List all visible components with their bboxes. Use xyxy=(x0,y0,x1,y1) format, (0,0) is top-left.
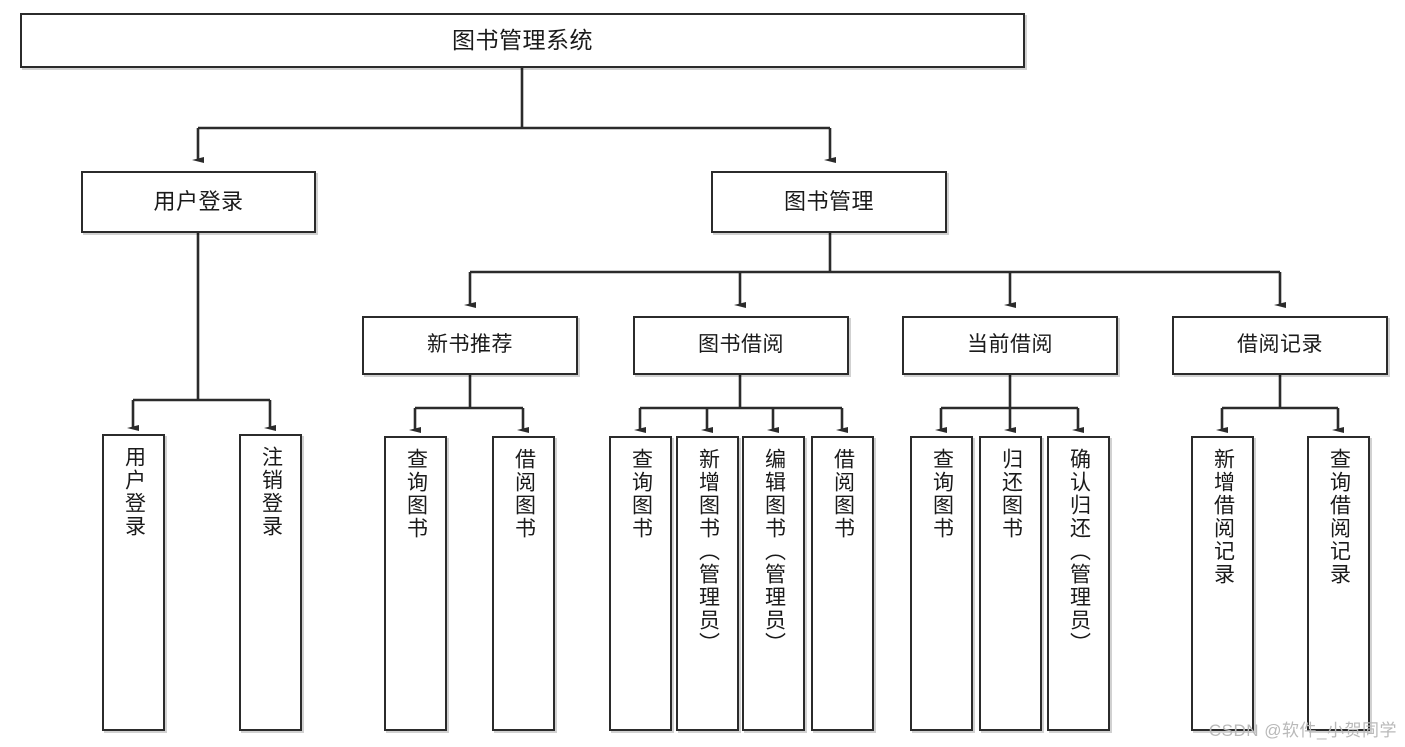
node-label: 新增借阅记录 xyxy=(1211,448,1235,586)
node-label: 查询图书 xyxy=(930,448,954,540)
node-book-borrow[interactable]: 图书借阅 xyxy=(633,316,849,375)
node-new-book-recommend[interactable]: 新书推荐 xyxy=(362,316,578,375)
node-leaf-query-record[interactable]: 查询借阅记录 xyxy=(1307,436,1370,731)
node-label: 归还图书 xyxy=(999,448,1023,540)
node-leaf-query-book-1[interactable]: 查询图书 xyxy=(384,436,447,731)
node-label: 注销登录 xyxy=(259,446,283,538)
node-label: 借阅图书 xyxy=(512,448,536,540)
node-root-system[interactable]: 图书管理系统 xyxy=(20,13,1025,68)
node-label: 确认归还（管理员） xyxy=(1067,448,1091,655)
node-borrow-record[interactable]: 借阅记录 xyxy=(1172,316,1388,375)
node-leaf-add-record[interactable]: 新增借阅记录 xyxy=(1191,436,1254,731)
node-leaf-return-book[interactable]: 归还图书 xyxy=(979,436,1042,731)
node-leaf-query-book-3[interactable]: 查询图书 xyxy=(910,436,973,731)
node-book-manage[interactable]: 图书管理 xyxy=(711,171,947,233)
node-label: 当前借阅 xyxy=(967,333,1053,357)
node-leaf-edit-book[interactable]: 编辑图书（管理员） xyxy=(742,436,805,731)
node-label: 查询图书 xyxy=(629,448,653,540)
node-leaf-borrow-book-1[interactable]: 借阅图书 xyxy=(492,436,555,731)
node-leaf-borrow-book-2[interactable]: 借阅图书 xyxy=(811,436,874,731)
node-label: 图书管理系统 xyxy=(452,26,593,53)
node-leaf-user-logout[interactable]: 注销登录 xyxy=(239,434,302,731)
node-current-borrow[interactable]: 当前借阅 xyxy=(902,316,1118,375)
node-leaf-query-book-2[interactable]: 查询图书 xyxy=(609,436,672,731)
node-label: 查询图书 xyxy=(404,448,428,540)
node-leaf-confirm-return[interactable]: 确认归还（管理员） xyxy=(1047,436,1110,731)
node-label: 新增图书（管理员） xyxy=(696,448,720,655)
node-label: 借阅记录 xyxy=(1237,333,1323,357)
csdn-watermark: CSDN @软件_小贺同学 xyxy=(1208,721,1397,740)
node-label: 新书推荐 xyxy=(427,333,513,357)
node-label: 用户登录 xyxy=(122,446,146,538)
node-user-login[interactable]: 用户登录 xyxy=(81,171,316,233)
node-label: 查询借阅记录 xyxy=(1327,448,1351,586)
node-label: 图书管理 xyxy=(783,189,874,215)
node-label: 用户登录 xyxy=(153,189,244,215)
node-leaf-user-login[interactable]: 用户登录 xyxy=(102,434,165,731)
node-label: 编辑图书（管理员） xyxy=(762,448,786,655)
node-leaf-add-book[interactable]: 新增图书（管理员） xyxy=(676,436,739,731)
node-label: 图书借阅 xyxy=(698,333,784,357)
node-label: 借阅图书 xyxy=(831,448,855,540)
